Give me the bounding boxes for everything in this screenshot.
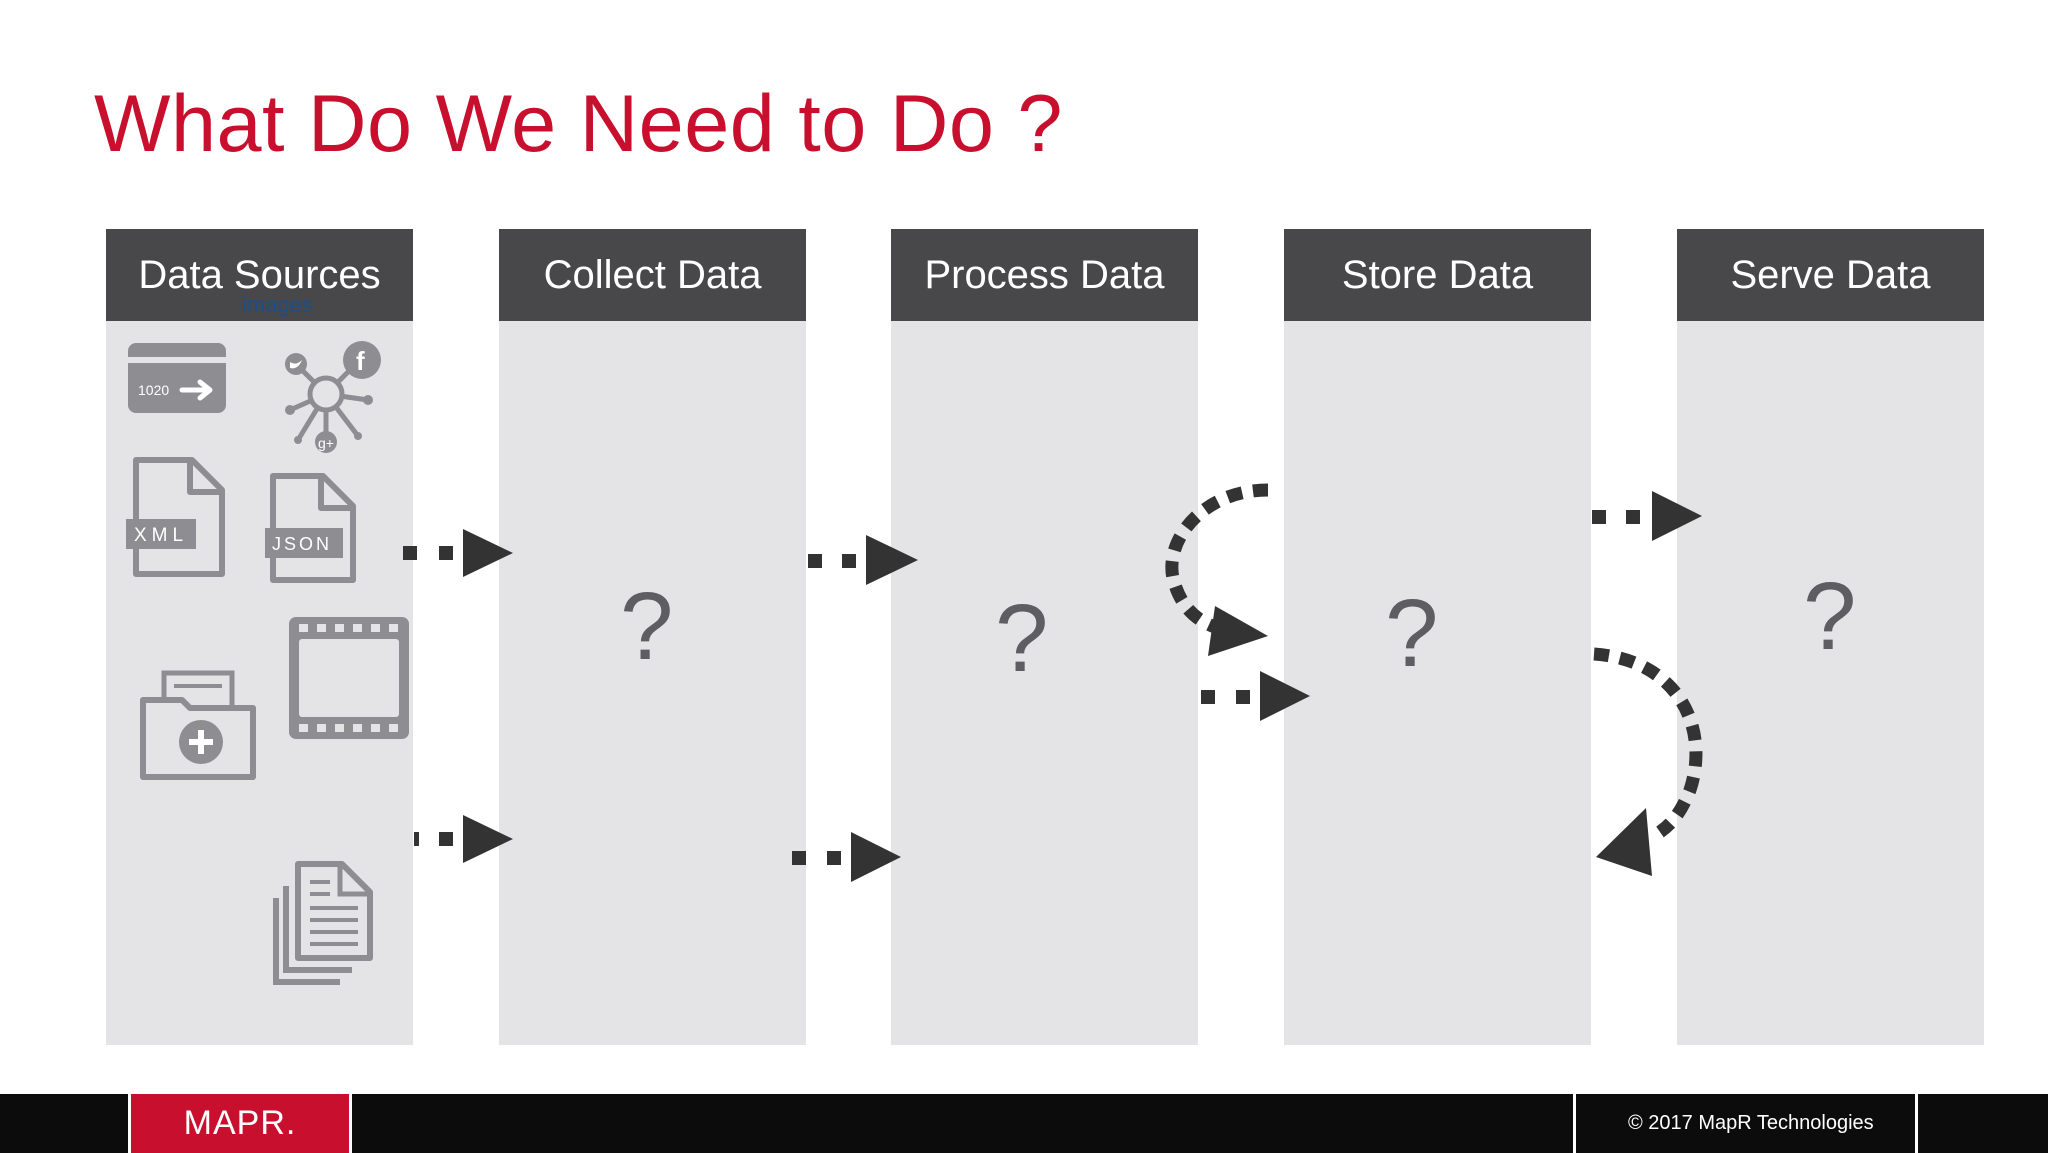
column-process-data: Process Data ? <box>891 229 1198 1045</box>
arrow-sources-to-collect-lower <box>414 815 513 863</box>
slide-title: What Do We Need to Do ? <box>94 79 1063 169</box>
collect-question-mark: ? <box>620 573 674 680</box>
social-network-icon: f g+ <box>285 341 381 453</box>
credit-card-icon: 1020 <box>128 343 226 413</box>
google-glyph: g+ <box>318 435 334 451</box>
store-question-mark: ? <box>1385 580 1439 687</box>
footer-divider-right <box>1915 1094 1918 1153</box>
column-collect-data: Collect Data ? <box>499 229 806 1045</box>
column-header-store-data: Store Data <box>1284 229 1591 321</box>
arrow-collect-to-process-upper <box>808 535 918 585</box>
serve-question-mark: ? <box>1803 563 1857 670</box>
arrow-serve-loop-back <box>1593 647 1703 838</box>
column-header-data-sources: Data Sources <box>106 229 413 321</box>
arrow-store-to-serve <box>1592 491 1702 541</box>
column-header-collect-data: Collect Data <box>499 229 806 321</box>
card-number: 1020 <box>138 382 169 398</box>
json-label: JSON <box>272 534 332 554</box>
xml-file-icon: XML <box>126 457 225 577</box>
images-label: images <box>242 292 313 317</box>
column-store-data: Store Data ? <box>1284 229 1591 1045</box>
arrow-process-to-store <box>1201 671 1310 721</box>
footer-divider-left <box>1573 1094 1576 1153</box>
column-serve-data: Serve Data ? <box>1677 229 1984 1045</box>
column-header-process-data: Process Data <box>891 229 1198 321</box>
json-file-icon: JSON <box>265 473 356 583</box>
footer-copyright: © 2017 MapR Technologies <box>1628 1112 1874 1134</box>
video-icon <box>289 617 409 739</box>
xml-label: XML <box>134 525 188 546</box>
arrow-collect-to-process-lower <box>792 832 901 882</box>
process-question-mark: ? <box>995 585 1049 692</box>
footer-bar: MAPR. © 2017 MapR Technologies <box>0 1094 2048 1153</box>
medical-folder-icon <box>140 670 256 780</box>
facebook-glyph: f <box>356 346 365 376</box>
documents-icon <box>273 861 373 985</box>
column-header-serve-data: Serve Data <box>1677 229 1984 321</box>
arrow-sources-to-collect-upper <box>403 529 513 577</box>
arrow-store-loop-back <box>1165 483 1269 637</box>
mapr-logo: MAPR. <box>128 1094 352 1153</box>
